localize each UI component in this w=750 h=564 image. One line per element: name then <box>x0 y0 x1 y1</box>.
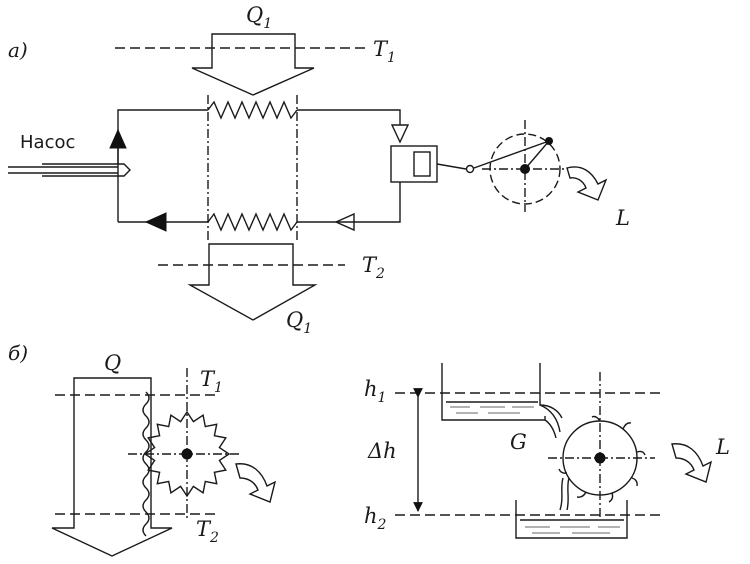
wheel-buckets <box>558 415 646 503</box>
upper-reservoir <box>441 363 546 421</box>
circuit-bottom-right-pipe <box>297 182 401 223</box>
pump-arrow-left-icon <box>144 212 167 232</box>
crank-arm <box>524 140 550 170</box>
flywheel-hub <box>520 164 530 174</box>
crank-pin <box>545 137 553 145</box>
panel-b-label: б) <box>8 341 28 365</box>
return-valve-icon <box>334 212 355 232</box>
t2-bottom-main: T <box>362 253 378 277</box>
upper-water-hatch <box>450 406 534 414</box>
heat-input-arrow <box>191 33 315 96</box>
expander-piston <box>413 151 431 177</box>
t1-top-label: T1 <box>373 37 396 66</box>
pump-label: Насос <box>20 132 75 153</box>
work-arrow-b-right <box>671 443 713 483</box>
cold-coil <box>207 212 298 232</box>
upper-reservoir-spout <box>539 363 563 419</box>
t2-bottom-label: T2 <box>362 253 385 282</box>
piston-rod <box>436 163 467 170</box>
lower-water-hatch <box>525 526 620 534</box>
h2-main: h <box>364 504 378 528</box>
q1-bottom-sub: 1 <box>303 321 312 337</box>
work-arrow-b-left <box>235 463 277 503</box>
t2-b-sub: 2 <box>209 530 219 546</box>
q1-top-label: Q1 <box>246 3 272 32</box>
connecting-rod <box>473 140 550 169</box>
lower-reservoir <box>515 500 628 539</box>
heat-flow-arrow-b <box>51 377 173 557</box>
check-valve-icon <box>390 124 410 144</box>
h1-sub: 1 <box>378 390 387 406</box>
rod-joint <box>465 164 475 174</box>
falling-water <box>559 477 570 511</box>
circuit-top-right-pipe <box>297 109 401 125</box>
q-label-b: Q <box>104 351 121 375</box>
hot-coil <box>207 100 298 120</box>
water-jet <box>539 404 561 439</box>
thermal-wavy-line <box>142 391 150 537</box>
q1-bottom-label: Q1 <box>286 308 312 337</box>
h1-label: h1 <box>364 377 386 406</box>
panel-a-label: а) <box>8 38 28 62</box>
q1-bottom-main: Q <box>286 308 303 332</box>
heat-output-arrow <box>187 243 318 321</box>
flow-g-label: G <box>510 430 527 454</box>
t1-b-main: T <box>200 367 216 391</box>
t1-b-sub: 1 <box>214 380 223 396</box>
q1-top-sub: 1 <box>263 16 272 32</box>
t2-b-main: T <box>196 517 212 541</box>
pump-nozzle <box>42 163 131 177</box>
h2-label: h2 <box>364 504 387 533</box>
gear-hub <box>181 448 193 460</box>
work-arrow-a <box>566 166 608 201</box>
h2-sub: 2 <box>377 517 387 533</box>
t2-label-b: T2 <box>196 517 219 546</box>
pump-arrow-up-icon <box>109 128 127 149</box>
delta-h-label: Δh <box>367 439 397 463</box>
t1-top-main: T <box>373 37 389 61</box>
h1-main: h <box>364 377 378 401</box>
q1-top-main: Q <box>246 3 263 27</box>
circuit-top-pipe <box>117 109 208 132</box>
water-wheel-hub <box>594 452 606 464</box>
work-label-a: L <box>615 206 630 230</box>
t2-bottom-sub: 2 <box>375 266 385 282</box>
t1-top-sub: 1 <box>387 50 396 66</box>
work-label-b: L <box>715 435 730 459</box>
t1-label-b: T1 <box>200 367 223 396</box>
